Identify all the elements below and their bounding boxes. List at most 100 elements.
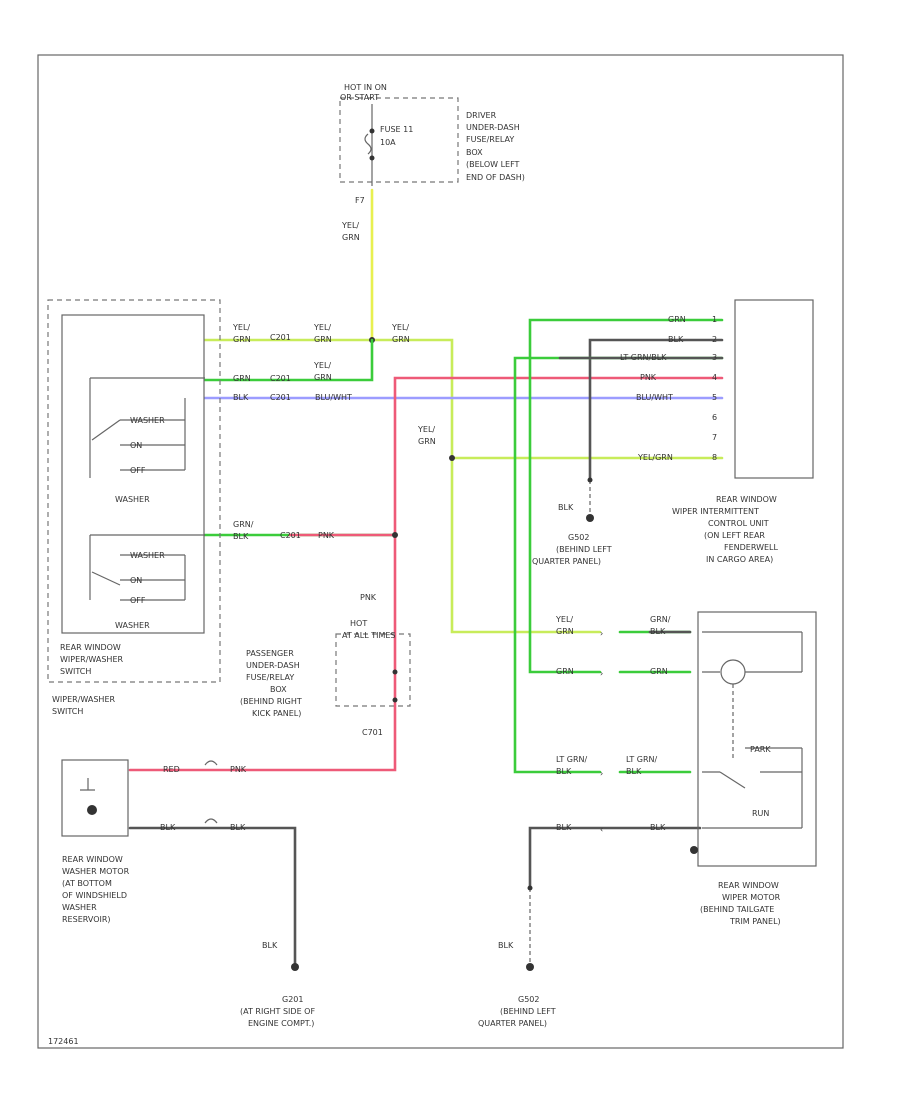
g502-lower-1: G502 [518, 995, 539, 1004]
wire-label-ygl-7: YEL/ [313, 361, 331, 370]
passenger-fuse-box: HOT AT ALL TIMES PASSENGER UNDER-DASH FU… [240, 619, 411, 718]
splice-blk-cu [587, 477, 593, 483]
wmo-desc-4: TRIM PANEL) [729, 917, 781, 926]
cu-desc-3: CONTROL UNIT [708, 519, 769, 528]
sw-combo-2: SWITCH [52, 707, 83, 716]
wire-label-blk-g201: BLK [262, 941, 278, 950]
switch-body [61, 314, 205, 634]
wmo-desc-2: WIPER MOTOR [722, 893, 781, 902]
fuse-desc-4: BOX [466, 148, 483, 157]
fuse-desc-1: DRIVER [466, 111, 497, 120]
fuse-desc-5: (BELOW LEFT [466, 160, 520, 169]
pass-desc-2: UNDER-DASH [246, 661, 300, 670]
connector-c201-a: C201 [270, 333, 291, 342]
wire-label-ygl-4: GRN [314, 335, 332, 344]
pass-desc-5: (BEHIND RIGHT [240, 697, 302, 706]
wire-label-m-ltgrn-l1: LT GRN/ [556, 755, 588, 764]
splice-pnk [392, 532, 398, 538]
wire-label-pnk-a: PNK [318, 531, 335, 540]
driver-fuse-box: HOT IN ON OR START FUSE 11 10A DRIVER UN… [339, 83, 525, 205]
washer-motor: REAR WINDOW WASHER MOTOR (AT BOTTOM OF W… [61, 759, 130, 924]
wire-label-m-ltgrn-r1: LT GRN/ [626, 755, 658, 764]
fuse-name: FUSE 11 [380, 125, 413, 134]
wire-label-rt-blk: BLK [668, 335, 684, 344]
ground-g201 [291, 963, 299, 971]
g502-upper-2: (BEHIND LEFT [556, 545, 612, 554]
sw-washer-pos-3: OFF [130, 466, 146, 475]
fuse-icon [364, 133, 372, 155]
arrow-4: ‹ [600, 825, 603, 834]
wm-desc-1: REAR WINDOW [62, 855, 123, 864]
fuse-desc-3: FUSE/RELAY [466, 135, 514, 144]
wire-label-rt-yelgrn: YEL/GRN [637, 453, 673, 462]
wire-label-m-yel-2: GRN [556, 627, 574, 636]
wire-label-bluwht: BLU/WHT [315, 393, 352, 402]
cu-desc-2: WIPER INTERMITTENT [672, 507, 759, 516]
g201-2: (AT RIGHT SIDE OF [240, 1007, 315, 1016]
wire-label-gb-1: GRN/ [233, 520, 254, 529]
fuse-desc-2: UNDER-DASH [466, 123, 520, 132]
control-unit-body [734, 299, 814, 479]
arrow-2: › [600, 669, 603, 678]
pass-desc-1: PASSENGER [246, 649, 294, 658]
wmo-desc-1: REAR WINDOW [718, 881, 779, 890]
wm-ground [690, 846, 698, 854]
switch-dashed-outline [47, 299, 221, 683]
cu-pin-2: 2 [712, 335, 717, 344]
sw-wiper-pos-3: OFF [130, 596, 146, 605]
wire-grn-switch [203, 338, 374, 382]
wire-label-ygl-2: GRN [233, 335, 251, 344]
cu-pin-5: 5 [712, 393, 717, 402]
cu-pin-4: 4 [712, 373, 717, 382]
fuse-terminal-bottom [369, 155, 375, 161]
cu-desc-5: FENDERWELL [724, 543, 779, 552]
cu-pin-1: 1 [712, 315, 717, 324]
control-unit-pins: 1 2 3 4 5 6 7 8 [712, 315, 717, 462]
washer-motor-icon [87, 805, 97, 815]
sw-washer-pos-2: ON [130, 441, 142, 450]
fuse-rating: 10A [380, 138, 396, 147]
washer-motor-symbol [80, 778, 95, 791]
wire-label-blk-g502-upper: BLK [558, 503, 574, 512]
wire-label-rt-ltgrn: LT GRN/BLK [620, 353, 667, 362]
washer-motor-body [61, 759, 129, 837]
splice-blk-motor [527, 885, 533, 891]
arrow-3: › [600, 769, 603, 778]
connector-c201-d: C201 [280, 531, 301, 540]
wire-pnk-main [128, 376, 724, 772]
wire-label-m-grn: GRN [556, 667, 574, 676]
g502-lower-3: QUARTER PANEL) [478, 1019, 547, 1028]
connector-arrows: › › › ‹ [600, 629, 603, 834]
wm-desc-3: (AT BOTTOM [62, 879, 112, 888]
sw-washer-label: WASHER [115, 495, 150, 504]
diagram-frame [37, 54, 844, 1049]
pass-fuse-terminal [392, 669, 398, 675]
sw-title-3: SWITCH [60, 667, 91, 676]
pass-hot-1: HOT [350, 619, 367, 628]
wire-label-rt-bluwht: BLU/WHT [636, 393, 673, 402]
wire-label-blk-motor2: BLK [230, 823, 246, 832]
wire-label-blk-motor: BLK [160, 823, 176, 832]
connector-c201-c: C201 [270, 393, 291, 402]
wire-label-blk-a: BLK [233, 393, 249, 402]
fuse-hot-line-1: HOT IN ON [344, 83, 387, 92]
wire-label-ygl-10: GRN [418, 437, 436, 446]
wm-park: PARK [750, 745, 771, 754]
pass-hot-2: AT ALL TIMES [342, 631, 396, 640]
fuse-desc-6: END OF DASH) [466, 173, 525, 182]
sw-title-2: WIPER/WASHER [60, 655, 123, 664]
wm-desc-2: WASHER MOTOR [62, 867, 130, 876]
cu-pin-8: 8 [712, 453, 717, 462]
wire-label-pnk-c: PNK [230, 765, 247, 774]
splice-yel-cu [449, 455, 455, 461]
wire-label-ygl-8: GRN [314, 373, 332, 382]
wire-label-m-ltgrn-r2: BLK [626, 767, 642, 776]
cu-pin-7: 7 [712, 433, 717, 442]
wire-label-feed-2: GRN [342, 233, 360, 242]
sw-blade-2 [91, 571, 121, 586]
wmo-desc-3: (BEHIND TAILGATE [700, 905, 774, 914]
footer-code: 172461 [48, 1037, 79, 1046]
driver-fuse-box-outline [339, 97, 459, 183]
wire-label-rt-grn: GRN [668, 315, 686, 324]
connector-c701: C701 [362, 728, 383, 737]
